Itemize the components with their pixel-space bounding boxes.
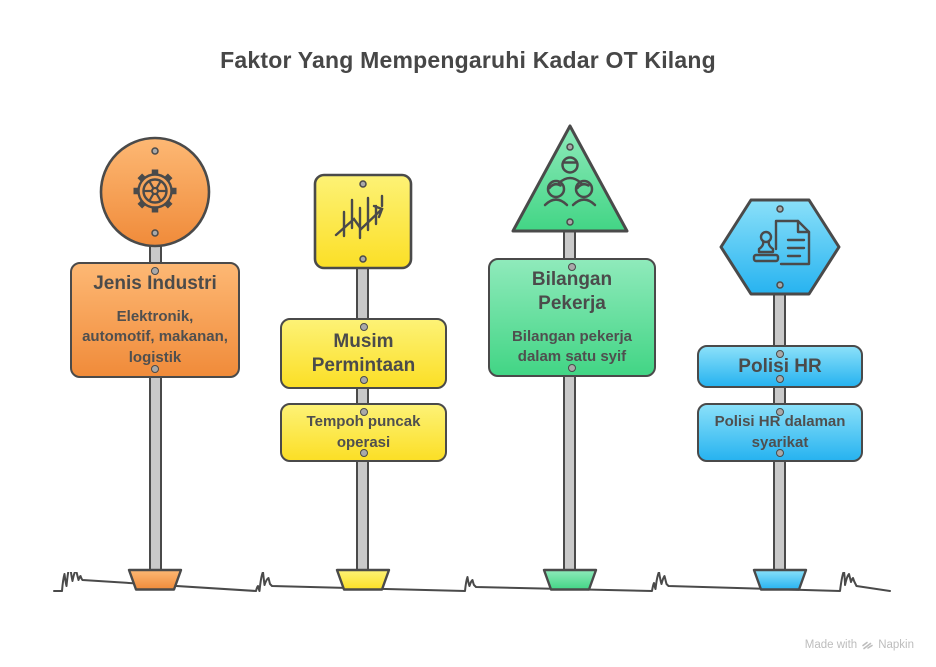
screw-icon: [151, 365, 159, 373]
screw-icon: [359, 376, 368, 384]
gear-icon: [99, 136, 211, 248]
sign-tempoh-puncak: Tempoh puncak operasi: [280, 403, 447, 462]
workers-icon: [511, 124, 629, 233]
sign-title: Polisi HR: [738, 355, 822, 377]
screw-icon: [151, 267, 159, 275]
sign-subtitle: Bilangan pekerja dalam satu syif: [511, 327, 633, 365]
watermark-prefix: Made with: [804, 638, 858, 651]
sign-title: Musim Permintaan: [311, 330, 416, 376]
sign-subtitle: Tempoh puncak operasi: [306, 413, 421, 451]
sign-musim-permintaan: Musim Permintaan: [280, 318, 447, 389]
screw-icon: [568, 364, 576, 372]
sign-polisi-hr: Polisi HR: [697, 345, 863, 388]
watermark-brand: Napkin: [878, 638, 914, 651]
signpost-base: [542, 568, 598, 591]
sign-subtitle: Elektronik, automotif, makanan, logistik: [82, 308, 228, 366]
sign-subtitle: Polisi HR dalaman syarikat: [714, 413, 846, 451]
screw-icon: [776, 350, 784, 358]
screw-icon: [776, 449, 784, 457]
ground-grass-illustration: [53, 572, 891, 592]
page-title: Faktor Yang Mempengaruhi Kadar OT Kilang: [220, 47, 716, 73]
signpost-base: [127, 568, 183, 591]
napkin-logo-icon: [862, 641, 873, 650]
screw-icon: [776, 375, 784, 383]
sign-jenis-industri: Jenis Industri Elektronik, automotif, ma…: [70, 262, 240, 378]
screw-icon: [568, 263, 576, 271]
screw-icon: [359, 323, 368, 331]
trend-chart-icon: [313, 173, 413, 270]
screw-icon: [359, 408, 368, 416]
sign-polisi-hr-dalaman: Polisi HR dalaman syarikat: [697, 403, 863, 462]
signpost-base: [335, 568, 391, 591]
sign-bilangan-pekerja: Bilangan Pekerja Bilangan pekerja dalam …: [488, 258, 656, 377]
sign-title: Bilangan Pekerja: [531, 269, 613, 314]
sign-title: Jenis Industri: [93, 273, 217, 295]
screw-icon: [359, 449, 368, 457]
policy-document-icon: [719, 198, 841, 296]
screw-icon: [776, 408, 784, 416]
signpost-base: [752, 568, 808, 591]
watermark: Made with Napkin: [805, 638, 914, 651]
